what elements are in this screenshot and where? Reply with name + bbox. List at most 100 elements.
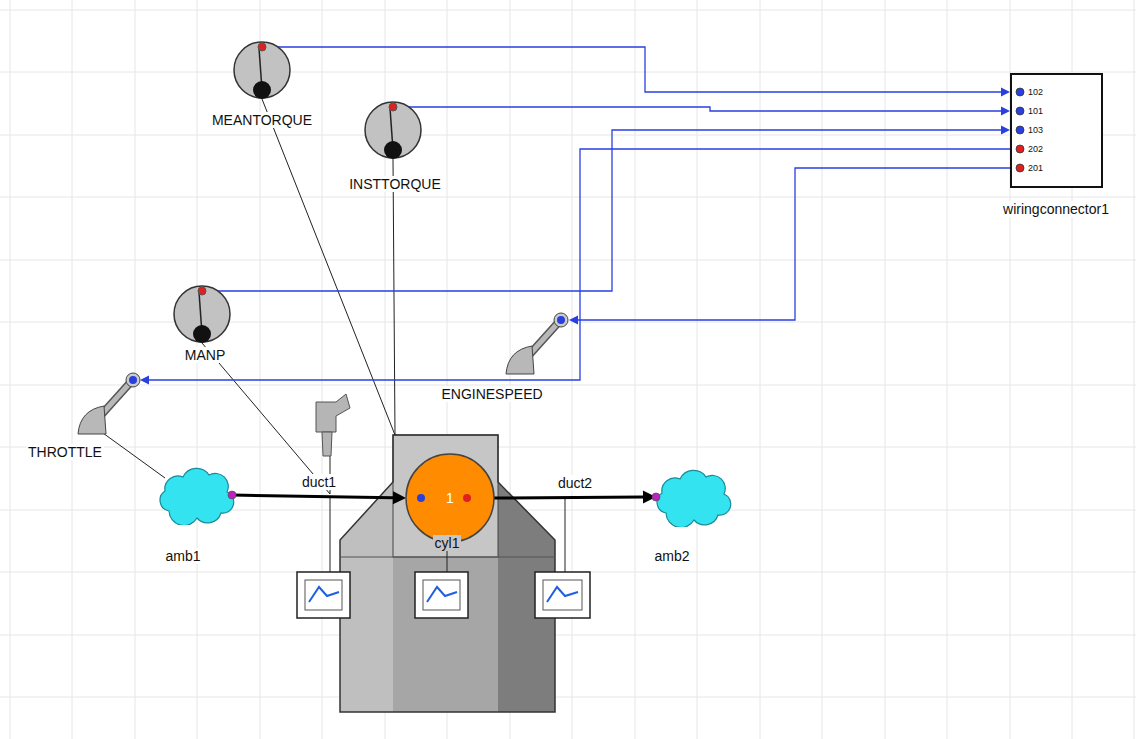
arrow-head (140, 376, 149, 385)
arrow-head (1001, 107, 1010, 116)
signal-wire (262, 47, 1001, 92)
pin-number: 103 (1028, 124, 1043, 136)
plot-icon (543, 580, 582, 610)
flow-duct (494, 496, 643, 500)
node-label: amb2 (652, 548, 691, 564)
duct-label: duct1 (300, 474, 338, 490)
arrow-head (1001, 88, 1010, 97)
plot-icon (309, 587, 339, 602)
gauge-meter-icon (198, 287, 206, 295)
node-label: INSTTORQUE (347, 176, 443, 192)
leader-line (330, 497, 331, 572)
actuator-icon-icon (102, 384, 129, 414)
node-label: MANP (183, 347, 227, 363)
actuator-icon-icon (129, 376, 137, 384)
injector-icon (316, 394, 350, 456)
gauge-meter-icon (363, 100, 423, 162)
wiring-connector-icon (1016, 88, 1024, 96)
actuator-icon-icon (102, 384, 129, 414)
flow-duct (232, 495, 393, 498)
arrow-head (569, 316, 578, 325)
gauge-meter-icon (253, 81, 271, 99)
pin-number: 202 (1028, 143, 1043, 155)
actuator-icon-icon (557, 316, 565, 324)
node-label: THROTTLE (26, 444, 104, 460)
plot-icon (415, 572, 468, 618)
cylinder-icon (463, 494, 471, 502)
wiring-connector-icon (1011, 74, 1102, 187)
actuator-icon-icon (554, 313, 568, 327)
plot-icon (297, 572, 590, 618)
actuator-icon-icon (126, 373, 140, 387)
duct-label: duct2 (556, 475, 594, 491)
signal-wire (578, 168, 1010, 320)
signal-wire (262, 47, 1010, 97)
ambient-cloud-icon (228, 491, 236, 499)
actuator-icon-icon (500, 308, 575, 380)
actuator-icon: ENGINESPEED (500, 308, 575, 380)
leader-line (393, 159, 395, 435)
leader-line (96, 428, 165, 478)
pin-number: 201 (1028, 162, 1043, 174)
injector-icon (316, 394, 350, 432)
node-label: ENGINESPEED (439, 386, 544, 402)
gauge-meter-icon (174, 286, 230, 342)
pin-number: 101 (1028, 105, 1043, 117)
cylinder: 1cyl1 (405, 453, 495, 543)
node-label: MEANTORQUE (210, 112, 314, 128)
plot-icon (423, 580, 460, 610)
ambient-cloud: amb2 (652, 467, 738, 527)
ambient-cloud-icon (657, 470, 731, 527)
signal-wire (393, 107, 1010, 116)
gauge-meter: MANP (172, 284, 232, 346)
arrow-head (1001, 126, 1010, 135)
wiring-connector-icon (1016, 126, 1024, 134)
wiring-connector-icon (1010, 73, 1103, 188)
gauge-meter-icon (234, 42, 290, 98)
ambient-cloud: amb1 (155, 465, 237, 525)
gauge-meter-icon (365, 102, 421, 158)
engine-block (393, 557, 498, 712)
ambient-cloud-icon (160, 468, 234, 525)
cylinder-icon (417, 494, 425, 502)
wiring-connector: wiringconnector1 (1010, 73, 1103, 188)
gauge-meter: MEANTORQUE (232, 40, 292, 102)
ambient-cloud-icon (652, 493, 660, 501)
actuator-icon-icon (506, 346, 534, 374)
plot-icon (297, 572, 350, 618)
signal-wire (140, 149, 1010, 385)
arrow-head (393, 491, 406, 504)
leader-line (96, 99, 565, 572)
gauge-meter-icon (172, 284, 232, 346)
signal-wire (393, 107, 1001, 111)
signal-wire (202, 130, 1001, 291)
actuator-icon-icon (72, 368, 147, 440)
plot-icon (547, 587, 578, 602)
node-label: amb1 (163, 548, 202, 564)
gauge-meter-icon (232, 40, 292, 102)
plot-icon (535, 572, 590, 618)
gauge-meter-icon (389, 103, 397, 111)
leader-line (202, 343, 330, 494)
actuator-icon: THROTTLE (72, 368, 147, 440)
node-label: cyl1 (433, 535, 462, 551)
flow-duct (494, 491, 656, 504)
actuator-icon-icon (530, 324, 557, 354)
gauge-meter-icon (258, 43, 266, 51)
gauge-meter-icon (384, 141, 402, 159)
cylinder-icon (406, 454, 494, 542)
signal-wire (202, 126, 1010, 292)
injector-icon (322, 432, 332, 456)
actuator-icon-icon (78, 406, 106, 434)
wiring-connector-icon (1016, 107, 1024, 115)
ambient-cloud-icon (652, 467, 734, 527)
wiring-connector-icon (1016, 145, 1024, 153)
engine-block (340, 435, 555, 712)
node-label: wiringconnector1 (1001, 201, 1111, 217)
plot-icon (427, 587, 457, 602)
leader-line (565, 497, 566, 572)
